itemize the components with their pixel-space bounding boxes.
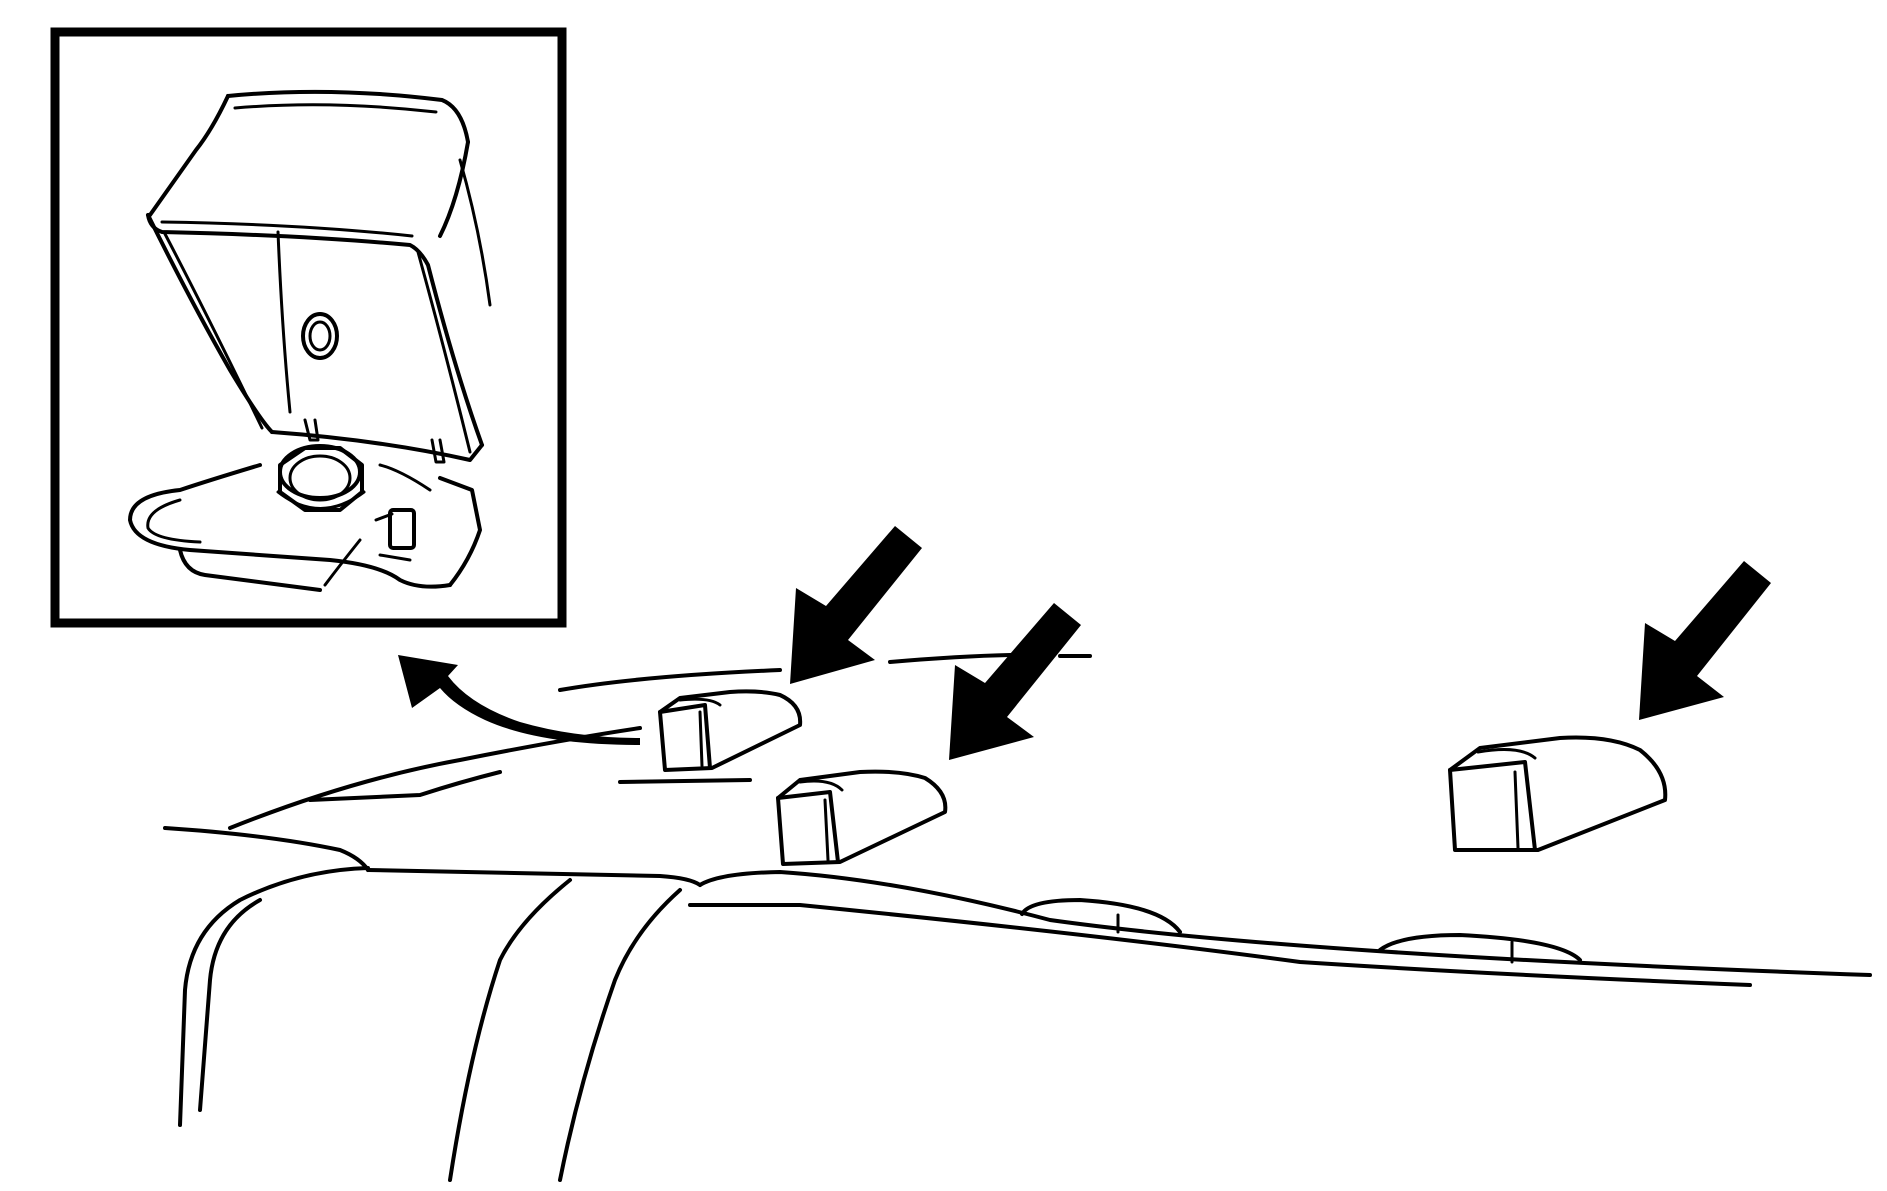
arrow-to-cover-2 xyxy=(949,603,1081,760)
arrow-to-cover-1 xyxy=(790,526,922,684)
curved-arrow-to-inset xyxy=(398,655,640,745)
cover-2 xyxy=(776,769,948,866)
cover-1 xyxy=(658,689,803,772)
arrow-to-cover-3 xyxy=(1639,561,1771,720)
inset-detail xyxy=(50,27,567,628)
roof-outline xyxy=(163,653,1872,1182)
inset-frame xyxy=(50,27,567,628)
open-cover-drawing xyxy=(128,89,492,592)
cover-3 xyxy=(1448,735,1668,852)
